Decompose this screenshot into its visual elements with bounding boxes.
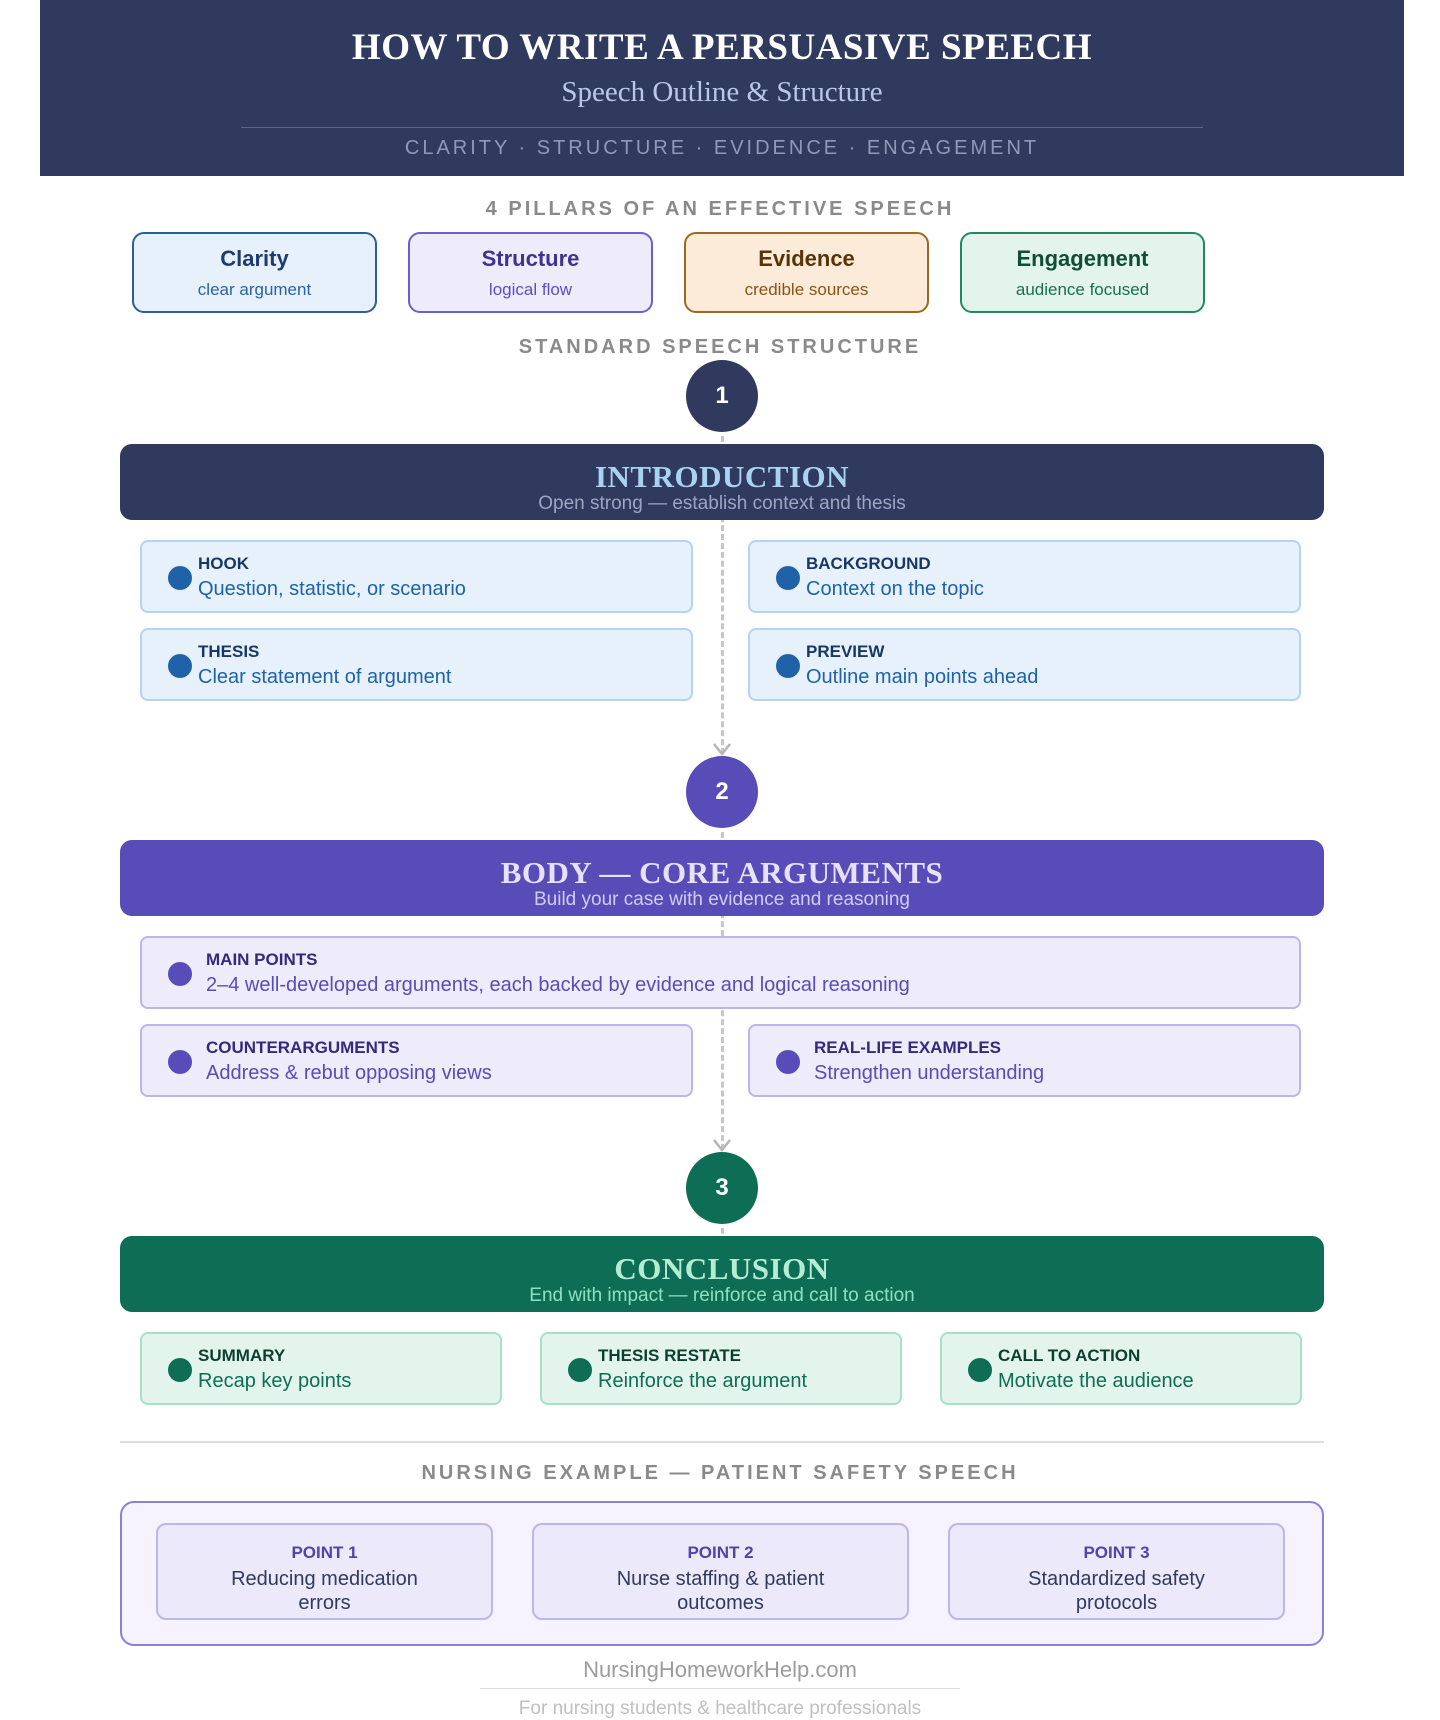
conclusion-item-thesis-restate: THESIS RESTATE Reinforce the argument xyxy=(540,1332,902,1405)
item-title: PREVIEW xyxy=(806,642,885,661)
step-number-3: 3 xyxy=(686,1152,758,1224)
item-desc: Question, statistic, or scenario xyxy=(198,578,466,600)
bullet-dot xyxy=(968,1358,992,1382)
item-title: THESIS RESTATE xyxy=(598,1346,741,1365)
pillar-name: Engagement xyxy=(1016,246,1149,271)
pillar-card-engagement: Engagement audience focused xyxy=(960,232,1205,313)
conclusion-item-call-to-action: CALL TO ACTION Motivate the audience xyxy=(940,1332,1302,1405)
arrow-down-icon xyxy=(713,1139,731,1152)
pillar-name: Clarity xyxy=(220,246,289,271)
item-title: BACKGROUND xyxy=(806,554,931,573)
footer-site-name: NursingHomeworkHelp.com xyxy=(583,1657,857,1682)
header-divider xyxy=(241,127,1203,128)
section-title: BODY — CORE ARGUMENTS xyxy=(500,855,944,890)
header-tagline: CLARITY · STRUCTURE · EVIDENCE · ENGAGEM… xyxy=(404,137,1040,159)
pillar-desc: clear argument xyxy=(197,280,312,299)
page-subtitle: Speech Outline & Structure xyxy=(561,76,883,108)
item-title: REAL-LIFE EXAMPLES xyxy=(814,1038,1002,1057)
pillar-name: Evidence xyxy=(758,246,855,271)
pillar-desc: logical flow xyxy=(488,280,573,299)
example-heading: NURSING EXAMPLE — PATIENT SAFETY SPEECH xyxy=(421,1462,1019,1484)
item-desc: Context on the topic xyxy=(806,578,984,600)
body-item-real-life-examples: REAL-LIFE EXAMPLES Strengthen understand… xyxy=(748,1024,1301,1097)
item-title: COUNTERARGUMENTS xyxy=(206,1038,400,1057)
example-point-3: POINT 3 Standardized safety protocols xyxy=(948,1523,1285,1620)
structure-heading: STANDARD SPEECH STRUCTURE xyxy=(518,336,922,358)
item-desc: Strengthen understanding xyxy=(814,1062,1045,1084)
point-desc: Nurse staffing & patient outcomes xyxy=(616,1568,825,1614)
section-subtitle: Open strong — establish context and thes… xyxy=(538,493,906,514)
item-title: SUMMARY xyxy=(198,1346,286,1365)
item-title: THESIS xyxy=(198,642,260,661)
flow-connector xyxy=(721,1228,724,1242)
pillar-name: Structure xyxy=(481,246,580,271)
section-band-introduction: INTRODUCTION Open strong — establish con… xyxy=(120,444,1324,520)
step-number-1: 1 xyxy=(686,360,758,432)
bullet-dot xyxy=(168,1050,192,1074)
bullet-dot xyxy=(168,566,192,590)
intro-item-background: BACKGROUND Context on the topic xyxy=(748,540,1301,613)
bullet-dot xyxy=(568,1358,592,1382)
point-title: POINT 3 xyxy=(1083,1543,1150,1562)
intro-item-thesis: THESIS Clear statement of argument xyxy=(140,628,693,701)
section-divider xyxy=(120,1441,1324,1443)
bullet-dot xyxy=(168,654,192,678)
arrow-down-icon xyxy=(713,743,731,756)
item-desc: Reinforce the argument xyxy=(598,1370,808,1392)
conclusion-item-summary: SUMMARY Recap key points xyxy=(140,1332,502,1405)
item-title: HOOK xyxy=(198,554,249,573)
step-number-2: 2 xyxy=(686,756,758,828)
section-title: CONCLUSION xyxy=(614,1251,830,1286)
pillar-desc: credible sources xyxy=(744,280,869,299)
pillar-desc: audience focused xyxy=(1015,280,1150,299)
bullet-dot xyxy=(168,1358,192,1382)
item-desc: Clear statement of argument xyxy=(198,666,452,688)
page-header: HOW TO WRITE A PERSUASIVE SPEECH Speech … xyxy=(40,0,1404,176)
item-desc: Motivate the audience xyxy=(998,1370,1194,1392)
example-point-2: POINT 2 Nurse staffing & patient outcome… xyxy=(532,1523,909,1620)
item-desc: Outline main points ahead xyxy=(806,666,1039,688)
page-title: HOW TO WRITE A PERSUASIVE SPEECH xyxy=(351,27,1093,68)
point-title: POINT 1 xyxy=(291,1543,358,1562)
bullet-dot xyxy=(776,654,800,678)
point-desc: Standardized safety protocols xyxy=(1028,1568,1205,1614)
body-item-main-points: MAIN POINTS 2–4 well-developed arguments… xyxy=(140,936,1301,1009)
example-point-1: POINT 1 Reducing medication errors xyxy=(156,1523,493,1620)
section-title: INTRODUCTION xyxy=(594,459,850,494)
point-desc: Reducing medication errors xyxy=(231,1568,418,1614)
bullet-dot xyxy=(168,962,192,986)
section-band-conclusion: CONCLUSION End with impact — reinforce a… xyxy=(120,1236,1324,1312)
intro-item-hook: HOOK Question, statistic, or scenario xyxy=(140,540,693,613)
bullet-dot xyxy=(776,1050,800,1074)
pillar-card-evidence: Evidence credible sources xyxy=(684,232,929,313)
point-title: POINT 2 xyxy=(687,1543,754,1562)
section-subtitle: Build your case with evidence and reason… xyxy=(533,889,910,910)
pillars-heading: 4 PILLARS OF AN EFFECTIVE SPEECH xyxy=(485,198,955,220)
intro-item-preview: PREVIEW Outline main points ahead xyxy=(748,628,1301,701)
section-subtitle: End with impact — reinforce and call to … xyxy=(529,1285,915,1306)
item-desc: 2–4 well-developed arguments, each backe… xyxy=(206,974,910,996)
section-band-body: BODY — CORE ARGUMENTS Build your case wi… xyxy=(120,840,1324,916)
item-title: CALL TO ACTION xyxy=(998,1346,1141,1365)
footer-note: For nursing students & healthcare profes… xyxy=(518,1698,922,1719)
footer-divider xyxy=(480,1688,960,1689)
body-item-counterarguments: COUNTERARGUMENTS Address & rebut opposin… xyxy=(140,1024,693,1097)
item-desc: Recap key points xyxy=(198,1370,352,1392)
item-title: MAIN POINTS xyxy=(206,950,318,969)
pillar-card-structure: Structure logical flow xyxy=(408,232,653,313)
bullet-dot xyxy=(776,566,800,590)
pillar-card-clarity: Clarity clear argument xyxy=(132,232,377,313)
item-desc: Address & rebut opposing views xyxy=(206,1062,492,1084)
flow-connector xyxy=(721,436,724,754)
